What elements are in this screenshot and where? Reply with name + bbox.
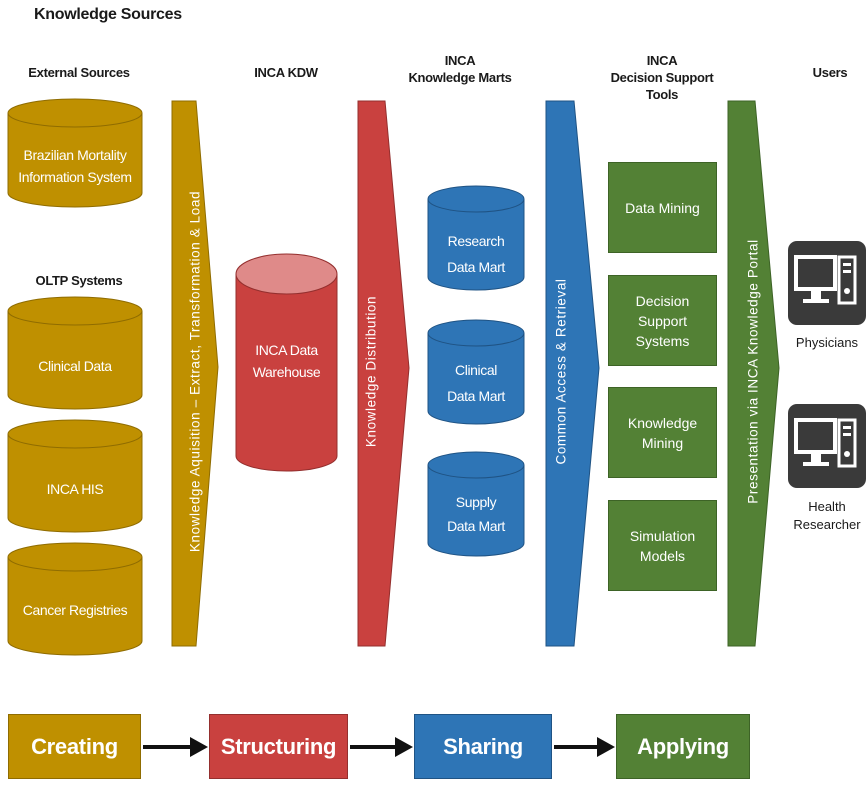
health-researcher-line2: Researcher: [793, 517, 861, 532]
stage-applying: Applying: [616, 714, 750, 779]
distribution-arrow-label: Knowledge Distribution: [363, 295, 379, 448]
simulation-line2: Models: [639, 547, 686, 564]
computer-icon: [788, 241, 866, 325]
header-knowledge-marts-line1: INCA: [444, 53, 476, 68]
presentation-arrow: [727, 100, 780, 647]
cylinder-shape: [427, 319, 525, 425]
header-knowledge-marts-line2: Knowledge Marts: [408, 70, 512, 85]
header-knowledge-marts: INCA Knowledge Marts: [400, 52, 520, 86]
clinical-data-label: Clinical Data: [38, 358, 112, 374]
header-decision-support: INCA Decision Support Tools: [598, 52, 726, 103]
stage-arrow: [554, 737, 615, 757]
header-oltp-systems: OLTP Systems: [35, 273, 123, 288]
cylinder-data-warehouse: INCA Data Warehouse: [235, 253, 338, 474]
stage-structuring-label: Structuring: [220, 733, 337, 759]
acquisition-arrow: [171, 100, 219, 647]
cylinder-clinical-mart: Clinical Data Mart: [427, 319, 525, 425]
clinical-mart-line2: Data Mart: [447, 388, 505, 404]
user-label-physicians: Physicians: [772, 334, 868, 352]
stage-arrow: [143, 737, 208, 757]
stage-sharing-label: Sharing: [443, 733, 523, 759]
stage-applying-label: Applying: [637, 733, 729, 759]
knowledge-mining-line2: Mining: [641, 434, 684, 451]
header-decision-support-line1: INCA: [646, 53, 678, 68]
distribution-arrow: [357, 100, 410, 647]
decision-support-line3: Systems: [635, 332, 690, 349]
cylinder-clinical-data: Clinical Data: [7, 296, 143, 410]
inca-his-label: INCA HIS: [46, 481, 104, 497]
access-arrow: [545, 100, 600, 647]
tool-decision-support: Decision Support Systems: [608, 275, 717, 366]
tool-simulation-models: Simulation Models: [608, 500, 717, 591]
cylinder-cancer-registries: Cancer Registries: [7, 542, 143, 656]
cylinder-shape: [235, 253, 338, 472]
flow-arrows: [171, 100, 780, 647]
cylinder-shape: [7, 98, 143, 208]
cylinder-research-mart: Research Data Mart: [427, 185, 525, 291]
acquisition-arrow-label: Knowledge Aquisition – Extract, Transfor…: [187, 190, 203, 553]
health-researcher-line1: Health: [808, 499, 846, 514]
cylinder-shape: [7, 419, 143, 533]
brazilian-mortality-line2: Information System: [18, 169, 132, 185]
supply-mart-line1: Supply: [455, 494, 497, 510]
header-decision-support-line2: Decision Support: [610, 70, 714, 85]
stage-arrow: [350, 737, 413, 757]
presentation-arrow-label: Presentation via INCA Knowledge Portal: [745, 239, 761, 504]
computer-icon: [788, 404, 866, 488]
header-decision-support-line3: Tools: [645, 87, 679, 102]
data-mining-label: Data Mining: [625, 199, 700, 216]
diagram-title: Knowledge Sources: [34, 6, 182, 23]
tool-knowledge-mining: Knowledge Mining: [608, 387, 717, 478]
stage-creating-label: Creating: [31, 733, 118, 759]
knowledge-mining-line1: Knowledge: [627, 414, 698, 431]
stage-creating: Creating: [8, 714, 141, 779]
access-arrow-label: Common Access & Retrieval: [553, 278, 569, 465]
cylinder-shape: [427, 451, 525, 557]
simulation-line1: Simulation: [629, 527, 696, 544]
cylinder-shape: [7, 296, 143, 410]
header-users: Users: [812, 65, 848, 80]
decision-support-line1: Decision: [635, 292, 690, 309]
decision-support-line2: Support: [637, 312, 688, 329]
warehouse-line1: INCA Data: [255, 342, 318, 358]
cylinder-supply-mart: Supply Data Mart: [427, 451, 525, 557]
header-external-sources: External Sources: [28, 65, 130, 80]
clinical-mart-line1: Clinical: [455, 362, 497, 378]
stage-sharing: Sharing: [414, 714, 552, 779]
physicians-line1: Physicians: [795, 335, 859, 350]
supply-mart-line2: Data Mart: [447, 518, 505, 534]
stage-structuring: Structuring: [209, 714, 348, 779]
brazilian-mortality-line1: Brazilian Mortality: [23, 147, 127, 163]
tool-data-mining: Data Mining: [608, 162, 717, 253]
cancer-registries-label: Cancer Registries: [22, 602, 128, 618]
user-label-health-researcher: Health Researcher: [772, 498, 868, 534]
cylinder-shape: [427, 185, 525, 291]
cylinder-shape: [7, 542, 143, 656]
research-mart-line1: Research: [447, 233, 505, 249]
header-inca-kdw: INCA KDW: [254, 65, 318, 80]
cylinder-brazilian-mortality: Brazilian Mortality Information System: [7, 98, 143, 208]
cylinder-inca-his: INCA HIS: [7, 419, 143, 533]
stage-connectors: [143, 737, 615, 757]
research-mart-line2: Data Mart: [447, 259, 505, 275]
warehouse-line2: Warehouse: [252, 364, 321, 380]
